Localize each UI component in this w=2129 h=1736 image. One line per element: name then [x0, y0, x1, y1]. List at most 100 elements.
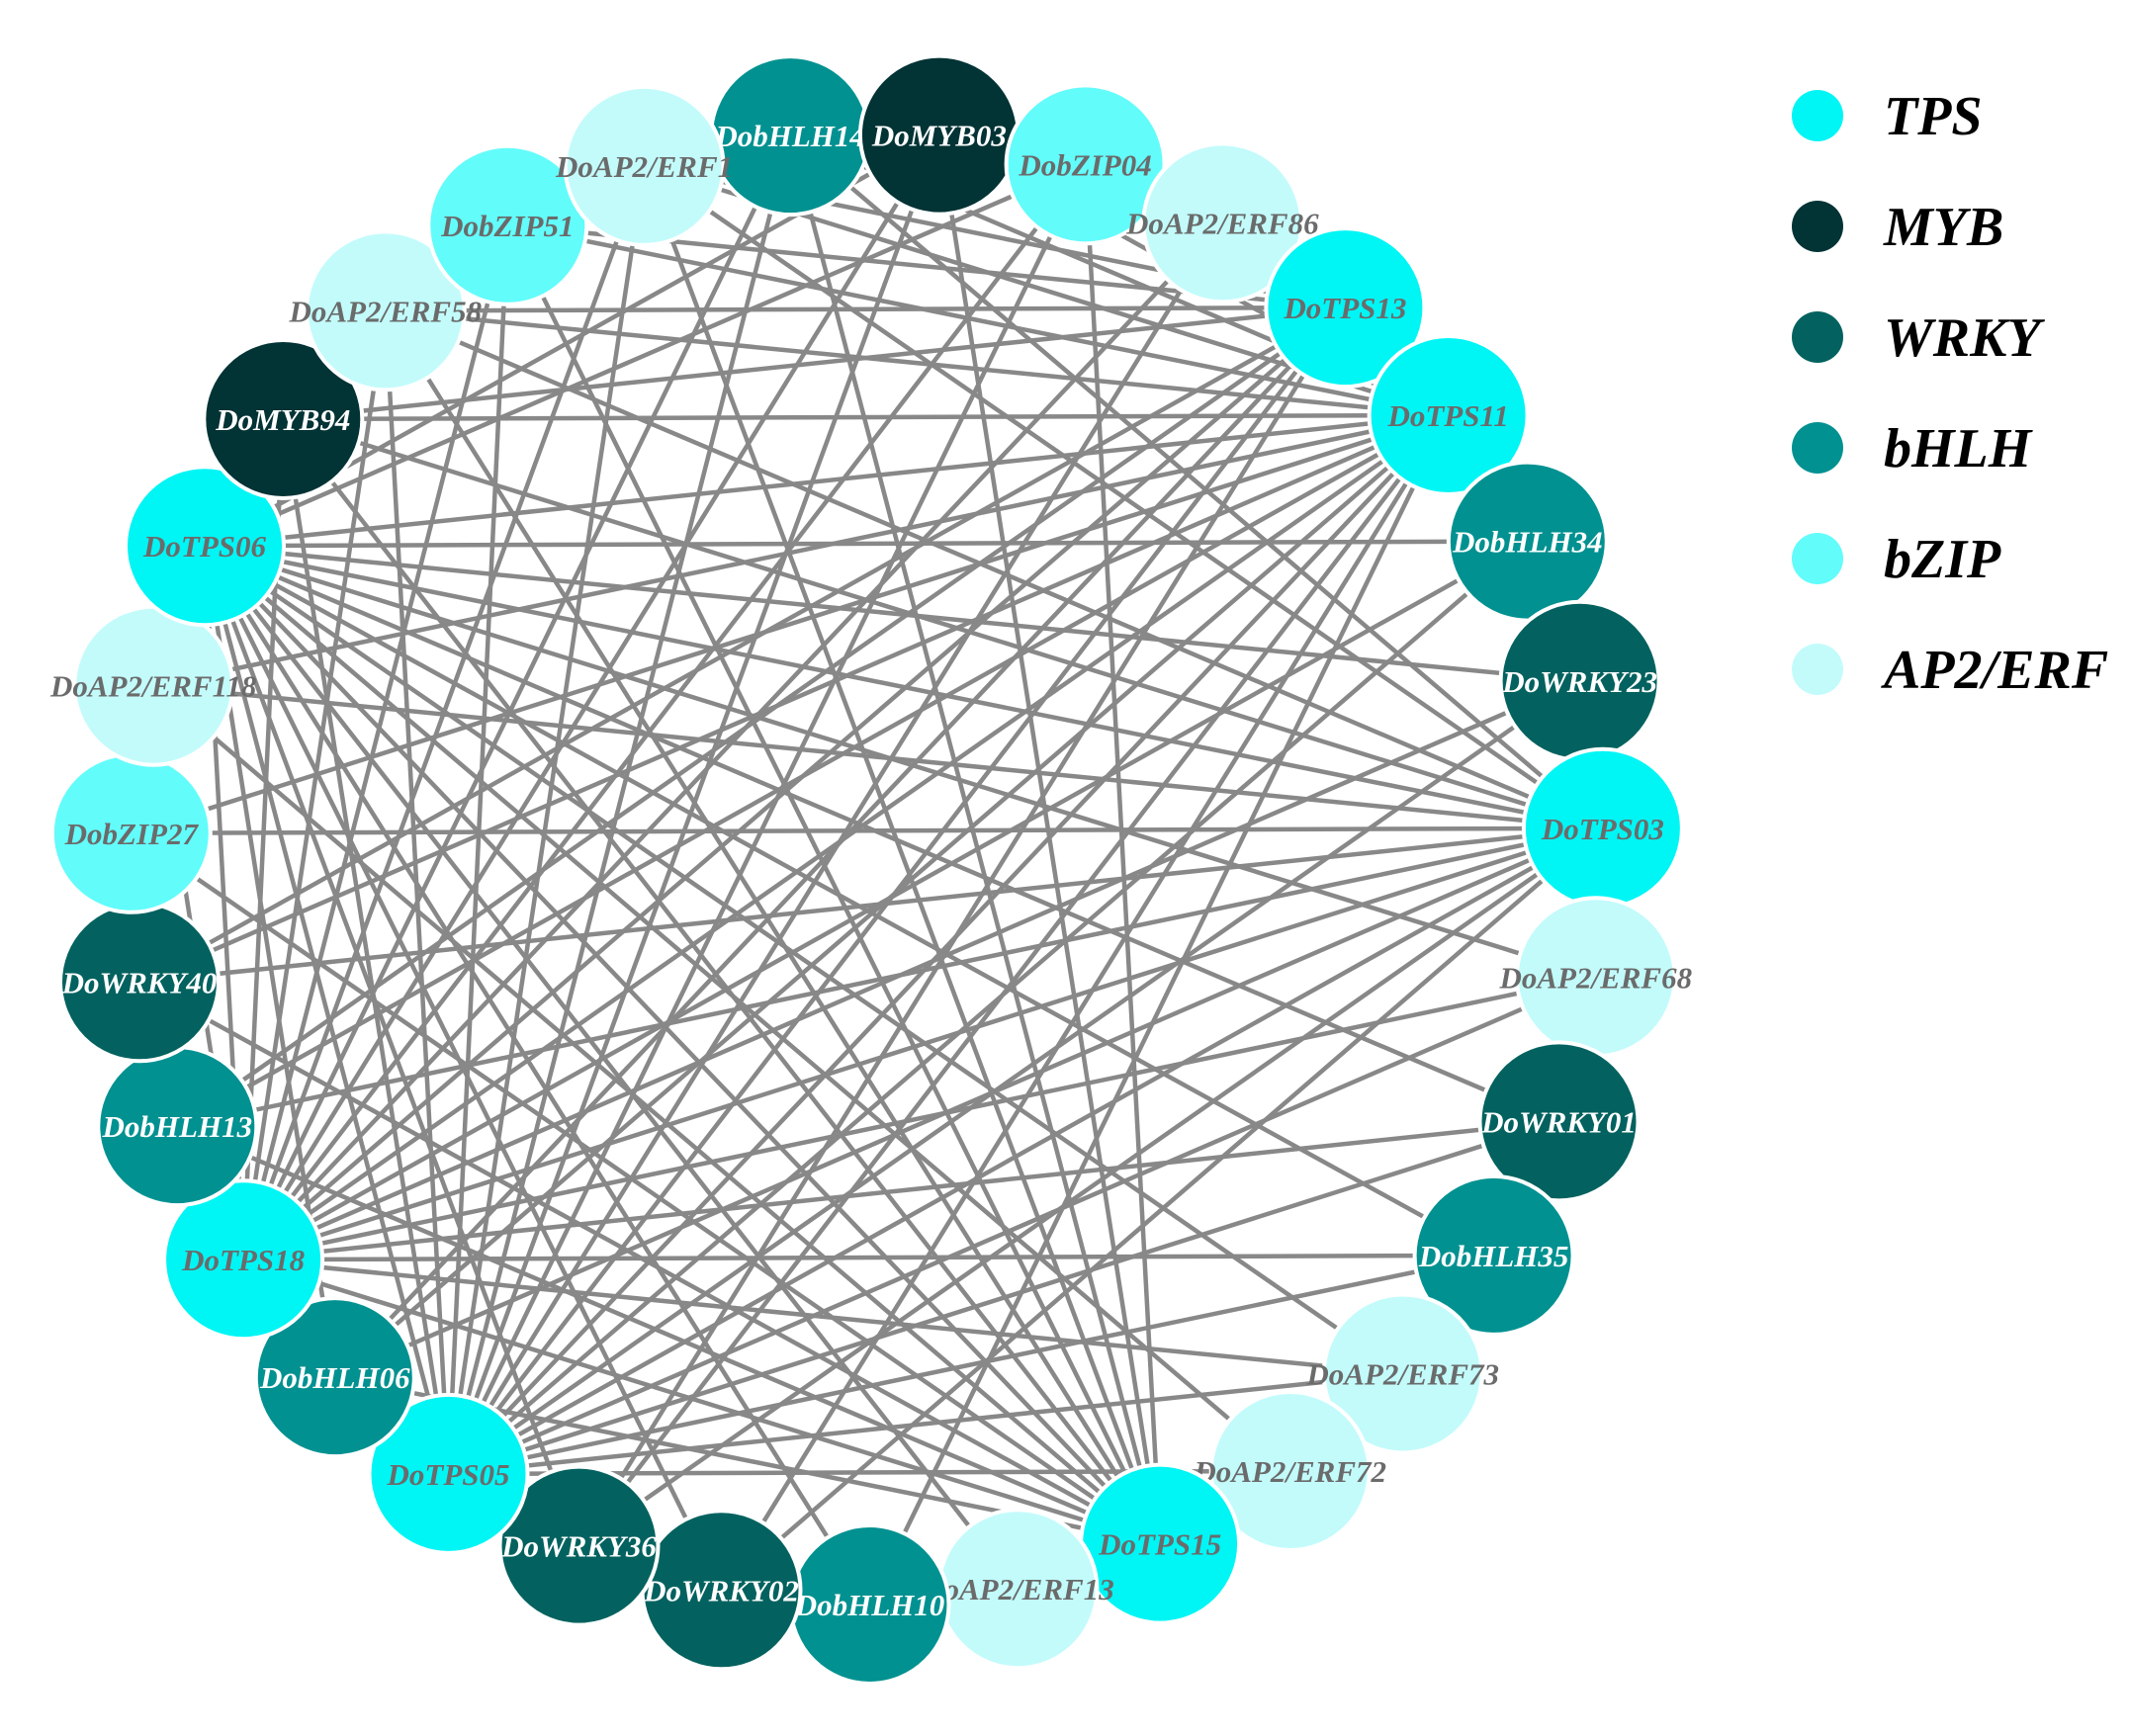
- edge-34: [243, 1253, 1494, 1262]
- legend-item-ap2-erf: AP2/ERF: [1792, 640, 2108, 701]
- edge-51: [719, 413, 1451, 1592]
- edge-82: [130, 830, 1162, 1546]
- edge-6: [203, 544, 1495, 1258]
- edge-21: [240, 224, 510, 1260]
- edge-72: [788, 133, 1605, 830]
- legend-item-myb: MYB: [1792, 197, 2003, 258]
- node-label: DoAP2/ERF1: [555, 149, 733, 184]
- node-circle: [1004, 83, 1167, 246]
- node-label: DobZIP51: [440, 209, 574, 243]
- edge-73: [152, 683, 1604, 831]
- node-label: DoAP2/ERF68: [1498, 960, 1692, 995]
- node-dotps03: DoTPS03: [1521, 746, 1684, 910]
- node-dobzip51: DobZIP51: [426, 143, 589, 306]
- node-label: DoWRKY40: [61, 965, 218, 999]
- node-dotps13: DoTPS13: [1264, 226, 1427, 390]
- node-label: DoWRKY23: [1501, 664, 1657, 699]
- legend-item-bhlh: bHLH: [1792, 418, 2033, 479]
- node-label: DoAP2/ERF58: [288, 294, 482, 328]
- node-label: DoAP2/ERF13: [921, 1572, 1114, 1606]
- edge-81: [151, 683, 1162, 1546]
- edge-39: [385, 308, 1449, 418]
- legend-swatch: [1792, 422, 1843, 474]
- edge-63: [131, 825, 1603, 836]
- edge-87: [383, 310, 451, 1475]
- node-label: DobHLH35: [1418, 1239, 1569, 1273]
- node-dobhlh06: DobHLH06: [253, 1296, 416, 1459]
- node-dotps18: DoTPS18: [162, 1178, 325, 1342]
- edge-0: [204, 412, 1449, 549]
- node-dowrky36: DoWRKY36: [497, 1464, 661, 1627]
- legend-label: bZIP: [1884, 529, 2001, 590]
- node-label: DoMYB03: [871, 119, 1007, 153]
- legend-item-tps: TPS: [1792, 86, 1983, 147]
- node-circle: [162, 1178, 325, 1342]
- edge-94: [447, 539, 1530, 1476]
- legend-label: AP2/ERF: [1881, 640, 2108, 701]
- node-doap2-erf118: DoAP2/ERF118: [49, 604, 257, 767]
- node-label: DoAP2/ERF72: [1193, 1454, 1386, 1489]
- edge-90: [446, 134, 793, 1475]
- node-dowrky40: DoWRKY40: [58, 901, 221, 1064]
- node-dowrky23: DoWRKY23: [1498, 599, 1661, 762]
- node-dotps11: DoTPS11: [1367, 334, 1530, 496]
- node-dobhlh13: DobHLH13: [96, 1045, 259, 1208]
- edge-60: [577, 305, 1348, 1547]
- node-dotps06: DoTPS06: [124, 465, 286, 628]
- edge-88: [446, 224, 510, 1475]
- edge-98: [448, 1253, 1495, 1477]
- edge-19: [240, 310, 389, 1260]
- node-circle: [1477, 1040, 1641, 1203]
- node-dotps15: DoTPS15: [1079, 1462, 1242, 1625]
- node-label: DoTPS06: [142, 529, 267, 564]
- edge-93: [446, 221, 1225, 1476]
- edge-36: [242, 1258, 1161, 1546]
- node-dobzip27: DobZIP27: [49, 751, 213, 914]
- edge-86: [281, 418, 451, 1475]
- edge-2: [204, 543, 1580, 684]
- node-label: DobHLH13: [102, 1109, 253, 1144]
- edge-71: [643, 164, 1605, 830]
- edge-61: [137, 305, 1347, 985]
- edge-77: [642, 165, 1163, 1545]
- node-dobzip04: DobZIP04: [1004, 83, 1167, 246]
- node-circle: [1367, 334, 1530, 496]
- edge-27: [241, 305, 1347, 1261]
- node-circle: [563, 84, 726, 247]
- node-doap2-erf1: DoAP2/ERF1: [555, 84, 733, 247]
- node-label: DoTPS13: [1283, 291, 1406, 325]
- edge-70: [384, 308, 1604, 830]
- edge-66: [333, 825, 1604, 1380]
- edge-80: [1083, 164, 1163, 1544]
- edge-96: [447, 975, 1597, 1476]
- edge-47: [176, 413, 1450, 1129]
- edge-95: [447, 678, 1581, 1476]
- node-label: DoTPS03: [1541, 812, 1664, 846]
- node-circle: [497, 1464, 661, 1627]
- node-circle: [367, 1392, 530, 1555]
- edge-89: [446, 165, 647, 1475]
- node-dobhlh34: DobHLH34: [1446, 460, 1609, 623]
- node-circle: [1412, 1173, 1575, 1337]
- edge-59: [446, 305, 1348, 1476]
- legend-swatch: [1792, 90, 1843, 141]
- node-label: DobZIP04: [1018, 147, 1151, 182]
- node-label: DoAP2/ERF118: [49, 669, 257, 704]
- edge-7: [203, 544, 1404, 1376]
- node-label: DobHLH34: [1452, 525, 1603, 560]
- node-dobhlh35: DobHLH35: [1412, 1173, 1575, 1337]
- node-dotps05: DoTPS05: [367, 1392, 530, 1555]
- edge-9: [203, 544, 1162, 1546]
- edge-10: [203, 544, 1020, 1591]
- legend-swatch: [1792, 644, 1843, 695]
- node-dowrky01: DoWRKY01: [1477, 1040, 1641, 1203]
- edge-24: [241, 133, 941, 1261]
- edge-33: [242, 1119, 1559, 1262]
- legend-item-wrky: WRKY: [1792, 307, 2045, 369]
- node-label: DoWRKY36: [500, 1529, 657, 1564]
- edge-83: [137, 980, 1162, 1546]
- node-label: DobZIP27: [64, 817, 200, 851]
- edge-45: [152, 412, 1450, 688]
